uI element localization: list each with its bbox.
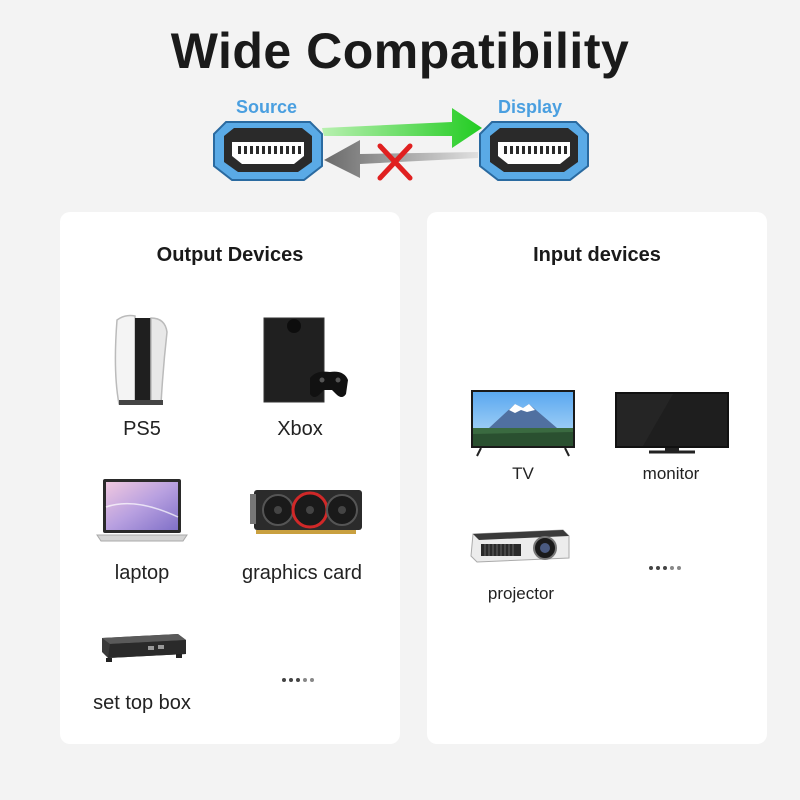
connection-diagram [213,108,589,181]
device-label-projector: projector [487,584,555,603]
output-panel-title: Output Devices [156,244,304,266]
set-top-box-icon [102,634,186,662]
device-label-xbox: Xbox [277,418,323,440]
device-label-monitor: monitor [642,464,700,483]
device-label-set-top-box: set top box [93,692,191,714]
source-label: Source [236,97,298,117]
page-title: Wide Compatibility [170,23,630,79]
laptop-icon [96,479,188,542]
display-connector-icon [479,121,589,181]
input-devices-panel: Input devices TV monitor [427,212,767,744]
more-output-devices-ellipsis [282,678,314,682]
output-devices-panel: Output Devices PS5 Xbox laptop [60,212,400,744]
source-connector-icon [213,121,323,181]
blocked-icon [377,143,413,181]
display-label: Display [498,97,563,117]
forward-arrow-icon [322,108,482,148]
device-label-laptop: laptop [114,562,170,584]
monitor-icon [615,392,729,454]
tv-icon [471,390,575,457]
projector-icon [470,529,570,563]
more-input-devices-ellipsis [649,566,681,570]
device-label-ps5: PS5 [123,418,161,440]
xbox-console-icon [263,317,348,403]
ps5-console-icon [114,314,168,405]
device-label-graphics-card: graphics card [241,562,363,584]
device-label-tv: TV [512,464,534,483]
input-panel-title: Input devices [533,244,661,266]
graphics-card-icon [250,490,362,534]
